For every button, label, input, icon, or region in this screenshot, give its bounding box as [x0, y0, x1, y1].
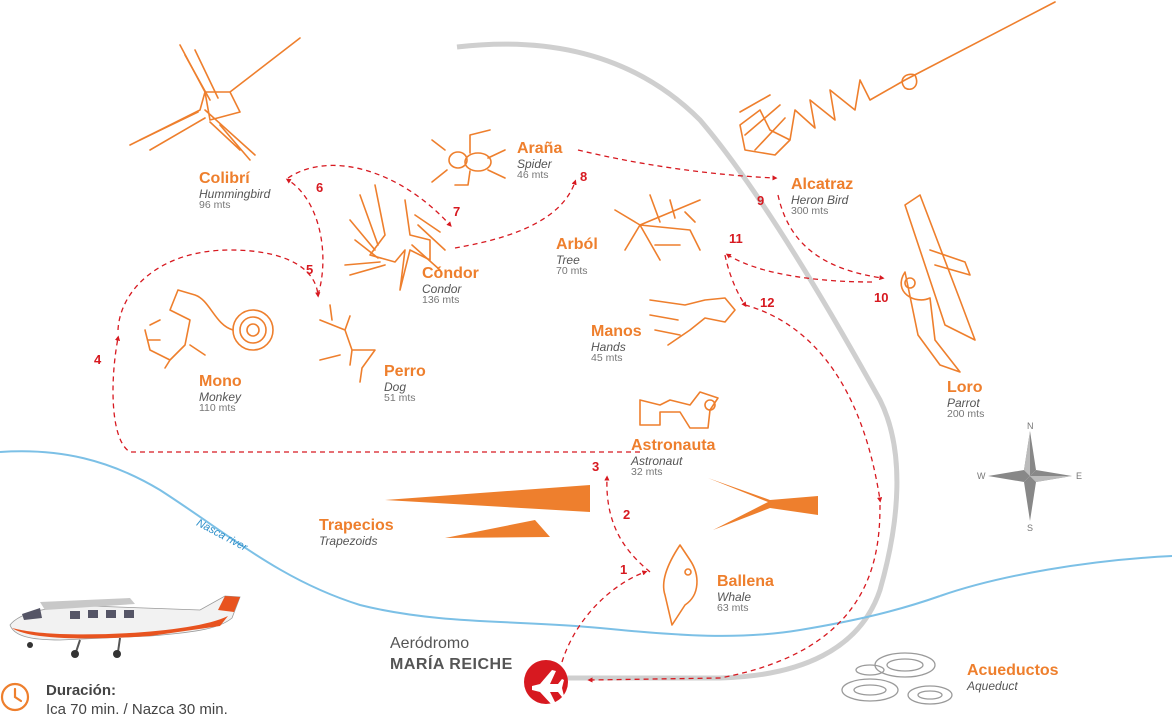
site-english-name: Whale [717, 589, 752, 604]
site-ballena[interactable]: Ballena Whale 63 mts [717, 573, 774, 615]
site-arbol[interactable]: Arból Tree 70 mts [556, 236, 598, 278]
duration-detail: Ica 70 min. / Nazca 30 min. [46, 700, 228, 718]
site-colibri[interactable]: Colibrí Hummingbird 96 mts [199, 170, 271, 212]
monkey-figure [144, 289, 274, 369]
site-size: 32 mts [631, 466, 663, 479]
route-stop-9: 9 [757, 193, 765, 208]
airport-line1: Aeródromo [390, 635, 470, 652]
site-english-name: Astronaut [631, 453, 683, 468]
site-size: 110 mts [199, 402, 236, 415]
site-size: 51 mts [384, 392, 416, 405]
route-stop-1: 1 [620, 562, 628, 577]
site-loro[interactable]: Loro Parrot 200 mts [947, 379, 985, 421]
route-stop-10: 10 [874, 290, 889, 305]
tree-figure [614, 194, 701, 261]
site-english-name: Parrot [947, 395, 980, 410]
airport-label[interactable]: Aeródromo MARÍA REICHE [390, 634, 513, 676]
trapezoid-figures [385, 478, 818, 538]
condor-figure [344, 184, 446, 291]
site-acueductos[interactable]: Acueductos Aqueduct [967, 662, 1059, 693]
site-name: Arból [556, 236, 598, 253]
route-stop-3: 3 [592, 459, 600, 474]
airport-line2: MARÍA REICHE [390, 655, 513, 673]
site-english-name: Condor [422, 281, 462, 296]
hummingbird-figure [129, 37, 301, 161]
site-english-name: Spider [517, 156, 552, 171]
clock-icon [0, 682, 30, 712]
site-english-name: Trapezoids [319, 533, 378, 548]
site-condor[interactable]: Cóndor Condor 136 mts [422, 265, 479, 307]
site-name: Astronauta [631, 437, 716, 454]
site-size: 46 mts [517, 169, 549, 182]
site-name: Cóndor [422, 265, 479, 282]
route-stop-7: 7 [453, 204, 461, 219]
site-size: 70 mts [556, 265, 588, 278]
spider-figure [431, 129, 506, 186]
site-english-name: Dog [384, 379, 407, 394]
site-size: 96 mts [199, 199, 231, 212]
compass-east: E [1076, 471, 1083, 481]
duration-title: Duración: [46, 682, 117, 699]
site-english-name: Hummingbird [199, 186, 271, 201]
hands-figure [649, 297, 736, 346]
site-astronauta[interactable]: Astronauta Astronaut 32 mts [631, 437, 716, 479]
site-arana[interactable]: Araña Spider 46 mts [517, 140, 563, 182]
duration-info: Duración: Ica 70 min. / Nazca 30 min. [46, 682, 228, 720]
route-stop-8: 8 [580, 169, 588, 184]
site-name: Perro [384, 363, 426, 380]
site-english-name: Tree [556, 252, 580, 267]
site-name: Mono [199, 373, 242, 390]
site-name: Araña [517, 140, 563, 157]
site-manos[interactable]: Manos Hands 45 mts [591, 323, 642, 365]
airport-icon [524, 660, 568, 705]
site-mono[interactable]: Mono Monkey 110 mts [199, 373, 242, 415]
site-size: 300 mts [791, 205, 829, 218]
compass-north: N [1027, 421, 1034, 431]
nasca-river [0, 450, 941, 637]
site-name: Alcatraz [791, 176, 854, 193]
whale-figure [662, 544, 698, 626]
aqueduct-figure [841, 652, 953, 705]
site-english-name: Aqueduct [967, 678, 1018, 693]
compass-rose [988, 431, 1072, 521]
astronaut-figure [639, 391, 719, 429]
site-english-name: Hands [591, 339, 626, 354]
site-name: Acueductos [967, 662, 1059, 679]
site-name: Loro [947, 379, 983, 396]
site-name: Colibrí [199, 170, 250, 187]
site-name: Manos [591, 323, 642, 340]
flight-route [112, 149, 885, 683]
road [456, 41, 900, 681]
site-english-name: Monkey [199, 389, 242, 404]
dog-figure [319, 304, 376, 383]
site-size: 63 mts [717, 602, 749, 615]
compass-south: S [1027, 523, 1034, 533]
site-size: 45 mts [591, 352, 623, 365]
site-alcatraz[interactable]: Alcatraz Heron Bird 300 mts [791, 176, 854, 218]
site-name: Ballena [717, 573, 774, 590]
geoglyph-figures [129, 1, 1056, 705]
site-english-name: Heron Bird [791, 192, 849, 207]
site-name: Trapecios [319, 517, 394, 534]
route-stop-5: 5 [306, 262, 314, 277]
route-stop-2: 2 [623, 507, 631, 522]
river-branch [939, 555, 1172, 597]
route-stop-4: 4 [94, 352, 102, 367]
route-stop-12: 12 [760, 295, 775, 310]
heron-figure [739, 1, 1056, 156]
parrot-figure [900, 194, 976, 373]
site-trapecios[interactable]: Trapecios Trapezoids [319, 517, 394, 548]
compass-west: W [977, 471, 986, 481]
route-stop-6: 6 [316, 180, 324, 195]
site-size: 200 mts [947, 408, 985, 421]
plane-illustration [9, 595, 241, 658]
site-size: 136 mts [422, 294, 460, 307]
site-perro[interactable]: Perro Dog 51 mts [384, 363, 426, 405]
route-stop-11: 11 [729, 231, 743, 246]
